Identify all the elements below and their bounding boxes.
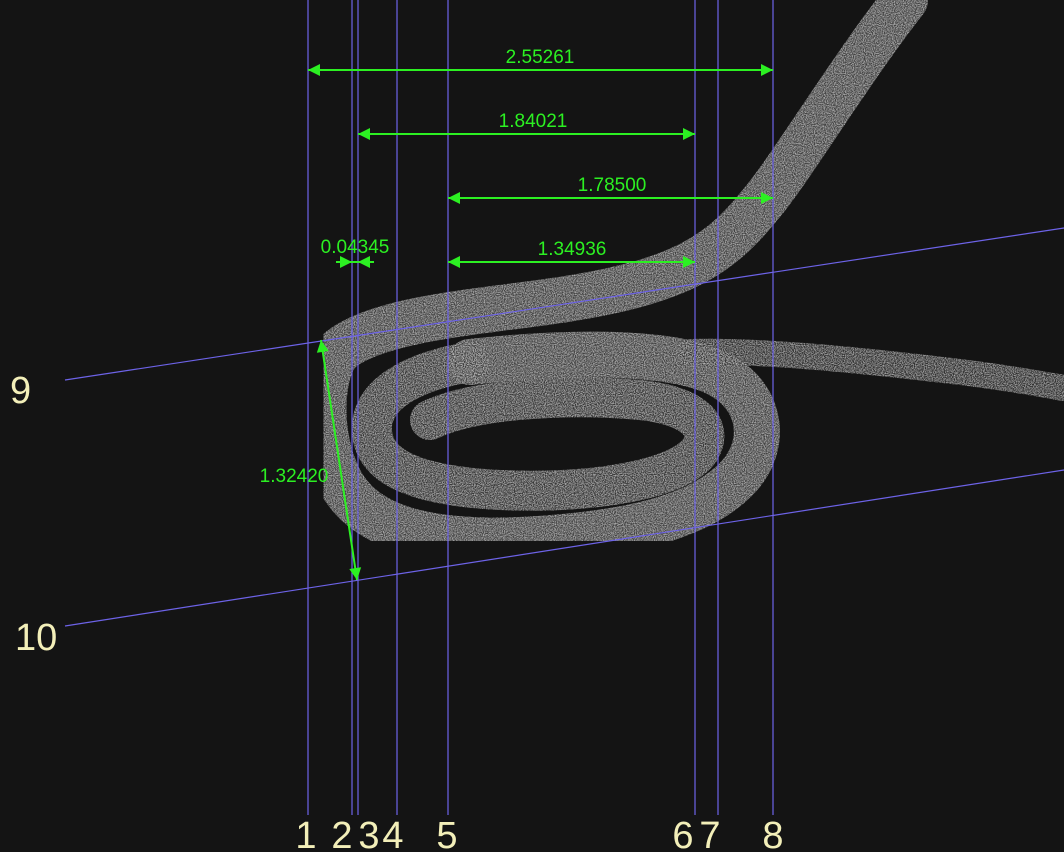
specimen-outer-coil [300, 0, 928, 564]
oblique-guides [64, 227, 1064, 627]
measurement-arrow-end [761, 64, 773, 76]
measurement-arrow-end [358, 256, 370, 268]
measurement-label: 2.55261 [506, 47, 575, 68]
guide-label-1: 1 [295, 815, 316, 852]
measurement-arrow-start [316, 340, 329, 353]
guide-line-9[interactable] [64, 227, 1064, 381]
measurements: 2.55261 1.84021 1.78500 0.04345 1.34936 1.324… [260, 47, 773, 581]
measurement-4[interactable]: 0.04345 [321, 237, 390, 268]
measurement-arrow-end [761, 192, 773, 204]
measurement-5[interactable]: 1.34936 [448, 239, 695, 268]
measurement-arrow-start [340, 256, 352, 268]
measurement-label: 1.78500 [578, 175, 647, 196]
measurement-3[interactable]: 1.78500 [448, 175, 773, 204]
measurement-label: 1.34936 [538, 239, 607, 260]
guide-label-8: 8 [762, 815, 783, 852]
measurement-label: 1.84021 [499, 111, 568, 132]
measurement-arrow-end [349, 567, 362, 580]
guide-label-7: 7 [699, 815, 720, 852]
measurement-label: 0.04345 [321, 237, 390, 258]
measurement-arrow-end [683, 256, 695, 268]
guide-label-10: 10 [15, 617, 57, 659]
measurement-arrow-start [448, 192, 460, 204]
measurement-arrow-end [683, 128, 695, 140]
guide-label-3: 3 [358, 815, 379, 852]
guide-label-2: 2 [331, 815, 352, 852]
measurement-2[interactable]: 1.84021 [358, 111, 695, 140]
guide-label-5: 5 [436, 815, 457, 852]
guide-label-9: 9 [10, 370, 31, 412]
vertical-guides [307, 0, 774, 815]
guide-line-10[interactable] [64, 469, 1064, 627]
measurement-6[interactable]: 1.32420 [260, 339, 362, 581]
guide-label-6: 6 [672, 815, 693, 852]
measurement-arrow-start [308, 64, 320, 76]
guide-label-4: 4 [382, 815, 403, 852]
measurement-label: 1.32420 [260, 466, 329, 487]
measurement-line [320, 339, 358, 581]
specimen-inner-coil [351, 342, 725, 511]
measurement-1[interactable]: 2.55261 [308, 47, 773, 76]
measurement-arrow-start [358, 128, 370, 140]
specimen-image [300, 0, 1064, 564]
specimen-tail [677, 338, 1064, 401]
measurement-arrow-start [448, 256, 460, 268]
